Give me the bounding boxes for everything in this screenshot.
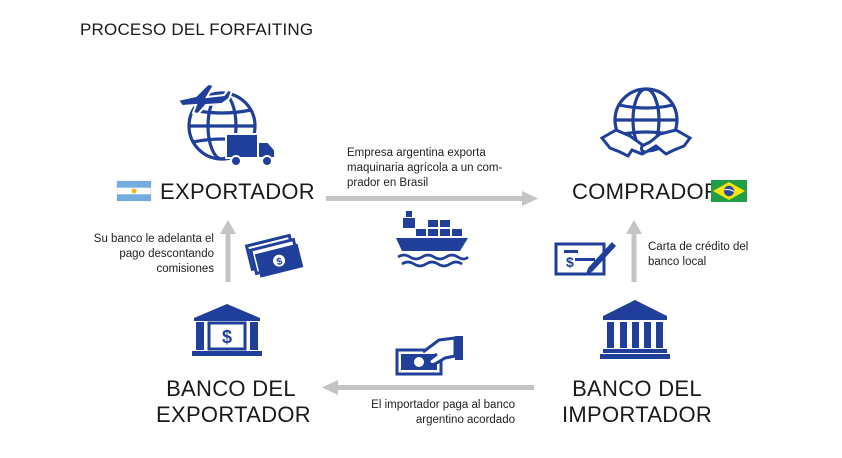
exportador-label: EXPORTADOR [160,179,315,204]
export-description: Empresa argentina exporta maquinaria agr… [347,147,503,189]
credit-description: Carta de crédito del banco local [648,241,749,268]
svg-text:$: $ [275,256,283,268]
bank-icon [600,300,670,359]
comprador-label: COMPRADOR [572,179,721,204]
advance-arrow [220,220,236,282]
payment-description: El importador paga al banco argentino ac… [371,399,515,426]
banco-exportador-label: BANCO DEL EXPORTADOR [156,376,311,427]
svg-text:$: $ [222,327,232,347]
check-icon: $ [554,242,616,276]
payment-arrow [322,380,534,395]
banco-importador-label: BANCO DEL IMPORTADOR [562,376,713,427]
credit-arrow [626,220,642,282]
svg-text:$: $ [566,254,574,270]
advance-description: Su banco le adelanta el pago descontando… [93,233,214,275]
bank-dollar-icon: $ [192,304,262,356]
brazil-flag-icon [711,180,747,202]
globe-handshake-icon [599,87,693,158]
globe-plane-truck-icon [176,82,276,167]
argentina-flag-icon [116,180,152,202]
hand-money-icon [395,336,463,376]
cargo-ship-icon [396,211,469,268]
page-title: PROCESO DEL FORFAITING [80,20,314,39]
export-arrow [326,191,538,206]
money-stack-icon: $ [244,233,304,278]
